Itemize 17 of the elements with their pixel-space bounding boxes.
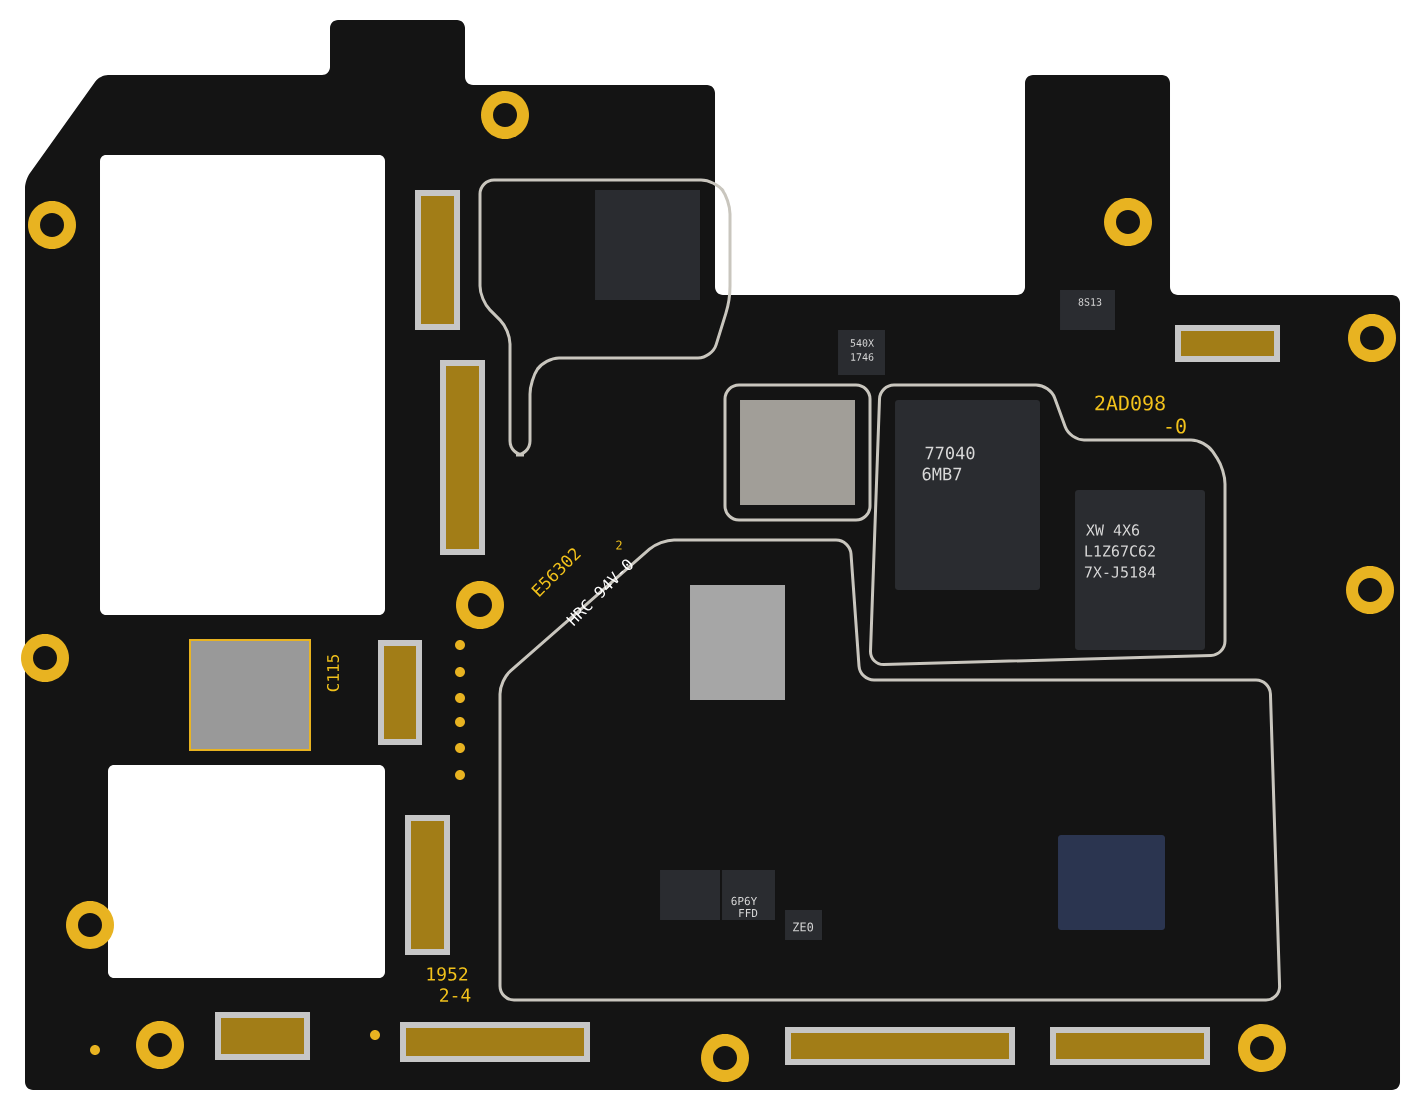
chip-marking: 77040 [925,446,975,460]
silkscreen-text: 2AD098 [1095,395,1165,411]
silkscreen-text: C115 [326,655,340,692]
silkscreen-text: 2 [616,540,622,550]
silkscreen-text: -0 [1166,418,1186,434]
chip-marking: 6P6Y [731,896,758,906]
chip-marking: 540X [850,339,874,347]
chip-marking: 1746 [851,353,874,361]
chip-marking: L1Z67C62 [1085,545,1155,557]
chip-marking: XW 4X6 [1086,524,1140,536]
silkscreen-text: 2-4 [440,988,471,1002]
chip-marking: ZE0 [793,922,814,932]
chip-marking: 7X-J5184 [1084,566,1156,578]
chip-marking: 8S13 [1078,298,1102,306]
chip-marking: FFD [739,909,758,917]
silkscreen-text: 1952 [427,967,468,981]
chip-marking: 6MB7 [922,467,962,481]
